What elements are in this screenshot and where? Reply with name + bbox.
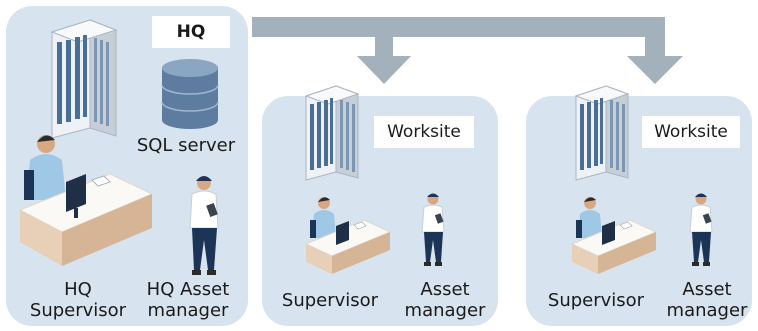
office-building-icon xyxy=(304,85,360,181)
office-building-icon xyxy=(574,85,630,181)
sql-server-label: SQL server xyxy=(136,135,236,156)
worksite-asset-manager-label: Asset manager xyxy=(404,279,486,321)
connector-line xyxy=(252,17,665,37)
hq-asset-manager-label: HQ Asset manager xyxy=(146,279,230,321)
worksite-label-text: Worksite xyxy=(654,122,728,142)
worksite-label-text: Worksite xyxy=(387,122,461,142)
worksite-label: Worksite xyxy=(642,116,740,148)
hq-label: HQ xyxy=(152,16,230,48)
supervisor-desk-icon xyxy=(304,197,392,274)
arrow-down-icon xyxy=(627,56,683,84)
connector-branch-worksite-2 xyxy=(645,17,665,57)
worksite-supervisor-label: Supervisor xyxy=(281,290,379,311)
office-building-icon xyxy=(50,19,118,139)
hq-supervisor-label: HQ Supervisor xyxy=(29,279,127,321)
hq-label-text: HQ xyxy=(176,22,206,42)
asset-manager-icon xyxy=(189,176,219,275)
asset-manager-icon xyxy=(421,193,445,266)
worksite-label: Worksite xyxy=(374,116,474,148)
arrow-down-icon xyxy=(357,56,411,84)
worksite-asset-manager-label: Asset manager xyxy=(666,279,748,321)
asset-manager-icon xyxy=(689,193,713,266)
sql-database-icon xyxy=(161,59,219,129)
worksite-supervisor-label: Supervisor xyxy=(547,290,645,311)
supervisor-desk-icon xyxy=(570,197,658,274)
connector-branch-worksite-1 xyxy=(375,17,393,57)
supervisor-desk-icon xyxy=(18,135,154,266)
